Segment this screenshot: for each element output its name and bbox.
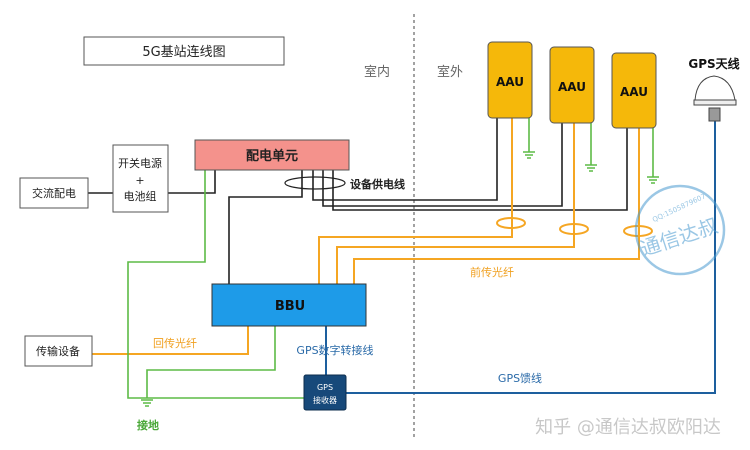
- fiber-coil-icon: [496, 217, 526, 229]
- ground-lines: [127, 118, 654, 399]
- aau-3-label: AAU: [620, 85, 648, 99]
- gps-receiver-box: [303, 374, 347, 411]
- stamp-main-text: 通信达叔: [637, 213, 721, 261]
- ground-label: 接地: [137, 418, 159, 432]
- equipment-power-label: 设备供电线: [350, 177, 405, 191]
- diagram-title: 5G基站连线图: [142, 44, 225, 60]
- gps-digital-label: GPS数字转接线: [296, 343, 373, 357]
- fronthaul-label: 前传光纤: [470, 265, 514, 279]
- battery-label: 电池组: [124, 189, 157, 203]
- aau-3: [611, 52, 657, 129]
- power-cable-bundle-icon: [284, 176, 346, 190]
- gps-lines: [325, 120, 716, 394]
- stamp-watermark: QQ:1505879607 通信达叔: [634, 184, 726, 276]
- aau-1: [487, 41, 533, 119]
- gps-receiver-label-2: 接收器: [313, 395, 337, 405]
- ac-power-box: [19, 177, 89, 209]
- fronthaul-fibers: [92, 118, 640, 355]
- power-distribution-unit: [194, 139, 350, 171]
- fiber-coil-icon: [623, 225, 653, 237]
- switch-power-plus: +: [135, 174, 144, 187]
- aau-1-label: AAU: [496, 75, 524, 89]
- gps-antenna-icon: [693, 75, 737, 122]
- switch-power-label: 开关电源: [118, 156, 162, 170]
- bbu-label: BBU: [275, 299, 305, 314]
- gps-feeder-label: GPS馈线: [498, 371, 542, 385]
- gps-antenna-label: GPS天线: [688, 56, 739, 71]
- transmission-box: [24, 335, 93, 367]
- zhihu-watermark: 知乎 @通信达叔欧阳达: [535, 417, 721, 438]
- title-box: [83, 36, 285, 66]
- ac-power-label: 交流配电: [32, 186, 76, 200]
- power-distribution-label: 配电单元: [246, 148, 298, 164]
- fiber-coil-icon: [559, 223, 589, 235]
- power-lines: [88, 118, 628, 284]
- ground-symbol-icons: [141, 151, 659, 407]
- backhaul-label: 回传光纤: [153, 336, 197, 350]
- transmission-label: 传输设备: [36, 344, 80, 358]
- aau-2-label: AAU: [558, 80, 586, 94]
- bbu-box: [211, 283, 367, 327]
- indoor-label: 室内: [364, 64, 390, 80]
- switch-power-box: [112, 144, 169, 213]
- gps-receiver-label: GPS: [317, 383, 333, 392]
- outdoor-label: 室外: [437, 64, 463, 80]
- aau-2: [549, 46, 595, 124]
